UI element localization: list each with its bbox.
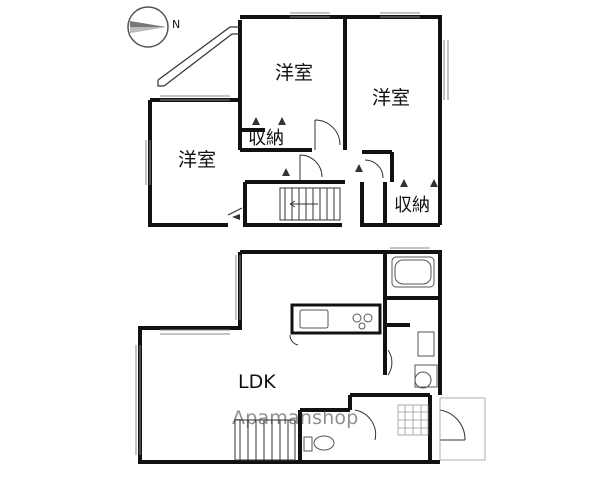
window-ldk-left: [135, 345, 141, 455]
window-upper-left-top: [160, 95, 230, 101]
compass-icon: [127, 6, 169, 48]
door-upper-center: [314, 119, 341, 150]
watermark: Apamanshop: [232, 407, 359, 429]
stove-burner: [358, 322, 366, 330]
kitchen-sink: [299, 309, 329, 329]
toilet: [313, 435, 335, 451]
door-upper-right: [364, 159, 384, 179]
balcony-railing: [157, 26, 240, 81]
bathtub: [391, 256, 435, 288]
balcony-railing-inner: [163, 33, 240, 87]
upper-hall-wall: [360, 182, 440, 227]
room-label-upper-left: 洋室: [178, 149, 217, 171]
washbasin: [414, 371, 432, 389]
door-entrance: [439, 409, 466, 441]
window-ldk-upper-left: [235, 255, 241, 320]
storage-label-upper-right: 収納: [394, 195, 430, 216]
room-label-upper-right: 洋室: [372, 87, 411, 109]
ldk-outer-wall: [138, 252, 440, 464]
door-toilet: [354, 409, 377, 441]
toilet-tank: [303, 436, 313, 452]
stove-burner: [352, 313, 362, 323]
stove-burner: [363, 313, 373, 323]
window-upper-right-side: [443, 40, 449, 100]
closet-markers: [232, 117, 438, 220]
balcony-corner: [157, 80, 164, 87]
kitchen-counter: [290, 303, 382, 335]
window-ldk-top: [160, 329, 230, 335]
door-upper-left: [227, 207, 243, 216]
bathtub-inner: [394, 259, 432, 285]
upper-stair-wall: [243, 182, 342, 227]
upper-right-room-wall: [345, 15, 442, 225]
window-upper-right-top: [380, 12, 420, 18]
ldk-label: LDK: [238, 371, 276, 393]
washbasin-counter: [414, 364, 438, 388]
kitchen-edge: [289, 334, 299, 346]
entrance-tiles: [397, 397, 486, 461]
washing-machine: [417, 331, 435, 357]
compass-north-label: N: [172, 18, 181, 31]
window-upper-center-top: [290, 12, 330, 18]
door-washroom: [387, 349, 393, 376]
room-label-upper-center: 洋室: [275, 62, 314, 84]
stairs-upper: [279, 187, 341, 221]
storage-label-upper-center: 収納: [248, 128, 284, 149]
bath-outer-wall: [385, 250, 442, 395]
stairs-lower: [234, 419, 296, 461]
door-upper-hall: [299, 154, 323, 180]
window-upper-left-side: [145, 140, 151, 185]
